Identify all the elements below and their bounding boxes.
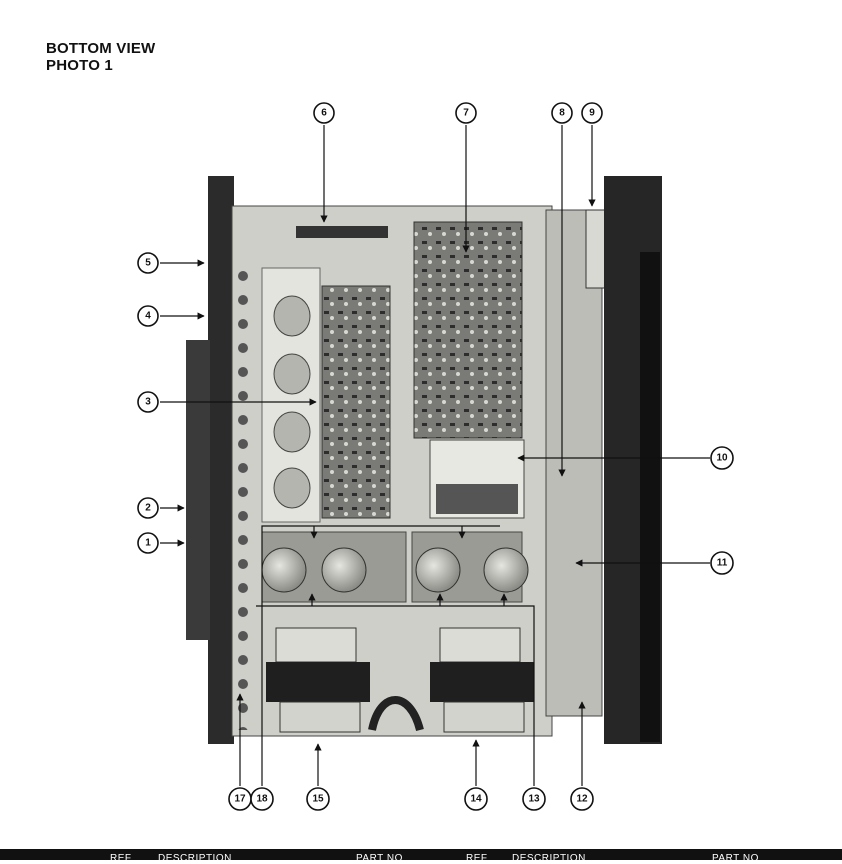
svg-text:8: 8 — [559, 108, 565, 119]
callout-10: 10 — [710, 446, 734, 470]
svg-text:1: 1 — [145, 538, 151, 549]
callout-11: 11 — [710, 551, 734, 575]
callout-4: 4 — [137, 305, 159, 327]
footer-ref-header: REF — [110, 853, 132, 864]
callout-15: 15 — [306, 787, 330, 811]
filter-capacitor — [483, 547, 529, 593]
svg-text:9: 9 — [589, 108, 595, 119]
footer-table-header-bar — [0, 849, 842, 860]
photo-number: PHOTO 1 — [46, 57, 113, 74]
callout-9: 9 — [581, 102, 603, 124]
svg-text:6: 6 — [321, 108, 327, 119]
svg-text:18: 18 — [256, 794, 268, 805]
main-circuit-board — [413, 221, 523, 439]
footer-description-header: DESCRIPTION — [158, 853, 232, 864]
callout-6: 6 — [313, 102, 335, 124]
driver-board — [321, 285, 391, 519]
callout-2: 2 — [137, 497, 159, 519]
footer-description-header-2: DESCRIPTION — [512, 853, 586, 864]
svg-text:12: 12 — [576, 794, 588, 805]
power-transformer-right — [430, 627, 534, 733]
svg-text:3: 3 — [145, 397, 151, 408]
vent-holes — [234, 260, 250, 730]
svg-text:2: 2 — [145, 503, 151, 514]
callout-12: 12 — [570, 787, 594, 811]
leader-lines — [160, 125, 710, 786]
callout-14: 14 — [464, 787, 488, 811]
callout-13: 13 — [522, 787, 546, 811]
side-handle — [186, 340, 210, 640]
chassis-photo — [186, 176, 662, 744]
left-heatsink — [208, 176, 234, 744]
filter-capacitor — [321, 547, 367, 593]
terminal-strip — [296, 226, 388, 238]
svg-text:4: 4 — [145, 311, 151, 322]
callout-8: 8 — [551, 102, 573, 124]
side-wiring-channel — [545, 209, 603, 717]
svg-text:7: 7 — [463, 108, 469, 119]
svg-text:11: 11 — [717, 558, 728, 569]
svg-text:17: 17 — [234, 794, 246, 805]
svg-text:5: 5 — [145, 258, 151, 269]
svg-text:10: 10 — [716, 453, 728, 464]
diagram-title: BOTTOM VIEW — [46, 40, 156, 57]
svg-text:15: 15 — [312, 794, 324, 805]
connector-pins — [436, 484, 518, 514]
callout-17: 17 — [228, 787, 252, 811]
power-transistors — [273, 295, 311, 509]
wiring-loop — [368, 696, 424, 732]
footer-ref-header-2: REF — [466, 853, 488, 864]
front-panel-edge — [640, 252, 660, 742]
svg-text:14: 14 — [470, 794, 482, 805]
svg-text:13: 13 — [528, 794, 540, 805]
filter-capacitor — [415, 547, 461, 593]
callout-3: 3 — [137, 391, 159, 413]
callout-7: 7 — [455, 102, 477, 124]
footer-partno-header-2: PART NO — [712, 853, 759, 864]
callout-18: 18 — [250, 787, 274, 811]
callout-5: 5 — [137, 252, 159, 274]
footer-partno-header: PART NO — [356, 853, 403, 864]
power-transformer-left — [266, 627, 370, 733]
callout-1: 1 — [137, 532, 159, 554]
filter-capacitor — [261, 547, 307, 593]
